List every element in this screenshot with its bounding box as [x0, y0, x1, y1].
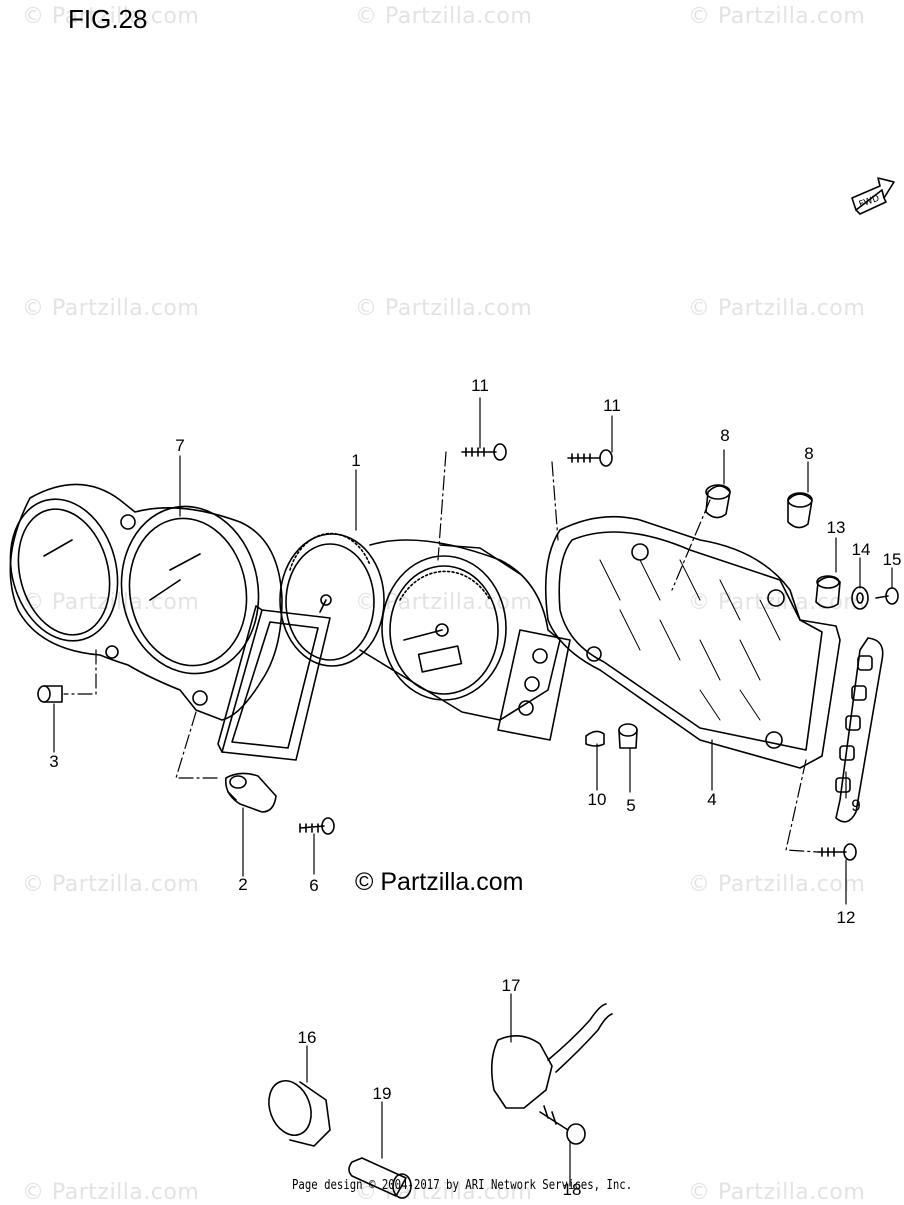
washer-part-14: [851, 586, 869, 610]
plug-part-10: [585, 730, 605, 747]
screw-part-11: [461, 443, 507, 461]
bolt-part-19: [348, 1157, 412, 1199]
watermark: © Partzilla.com: [688, 872, 866, 897]
callout-8[interactable]: 8: [720, 426, 730, 445]
callout-14[interactable]: 14: [851, 540, 871, 559]
figure-title: FIG.28: [68, 4, 148, 34]
watermark: © Partzilla.com: [355, 4, 533, 29]
callout-8[interactable]: 8: [804, 444, 814, 463]
socket-part-6: [618, 723, 638, 749]
watermark: © Partzilla.com: [688, 296, 866, 321]
center-watermark: © Partzilla.com: [355, 868, 524, 896]
callout-15[interactable]: 15: [882, 550, 902, 569]
screw-part-15: [875, 587, 899, 605]
callout-4[interactable]: 4: [707, 790, 717, 809]
callout-18[interactable]: 18: [562, 1180, 582, 1199]
callout-6[interactable]: 5: [626, 796, 636, 815]
screw-part-12: [817, 843, 857, 861]
callout-10[interactable]: 10: [587, 790, 607, 809]
footer-credit: Page design © 2004-2017 by ARI Network S…: [292, 1178, 633, 1193]
watermark: © Partzilla.com: [22, 296, 200, 321]
callout-5[interactable]: 7: [175, 436, 185, 455]
socket-part-2: [224, 772, 277, 813]
screw-part-11: [567, 449, 613, 467]
grommet-part-8: [705, 484, 813, 529]
bulb-holder-part-16: [268, 1080, 331, 1147]
meter-assembly-part-1: [279, 532, 571, 741]
callout-2[interactable]: 2: [238, 875, 248, 894]
leader-lines: [53, 397, 893, 1187]
watermark: © Partzilla.com: [22, 4, 200, 29]
bolt-part-18: [539, 1105, 586, 1145]
watermark: © Partzilla.com: [22, 872, 200, 897]
gasket-part-9: [835, 637, 884, 823]
watermark: © Partzilla.com: [688, 4, 866, 29]
callout-13[interactable]: 13: [826, 518, 846, 537]
watermark: © Partzilla.com: [22, 590, 200, 615]
callout-9[interactable]: 9: [851, 796, 861, 815]
fwd-arrow-icon: FWD: [851, 177, 895, 215]
watermark: © Partzilla.com: [688, 590, 866, 615]
speed-sensor-part-17: [490, 1003, 613, 1109]
meter-housing-part-4: [544, 515, 841, 769]
indicator-lens: [217, 605, 331, 761]
callout-7[interactable]: 6: [309, 876, 319, 895]
callout-3[interactable]: 3: [49, 752, 59, 771]
callout-11[interactable]: 11: [471, 376, 489, 395]
callout-12[interactable]: 12: [836, 908, 856, 927]
meter-case-part-5: [9, 483, 283, 721]
callout-19[interactable]: 19: [372, 1084, 392, 1103]
alignment-lines: [63, 451, 819, 853]
spacer-part-13: [815, 575, 841, 609]
watermark: © Partzilla.com: [355, 296, 533, 321]
screw-part-3: [37, 685, 63, 703]
screw-part-7: [299, 817, 335, 835]
callout-11[interactable]: 11: [603, 396, 621, 415]
callout-1[interactable]: 1: [351, 451, 361, 470]
callout-17[interactable]: 17: [501, 976, 521, 995]
callout-16[interactable]: 16: [297, 1028, 317, 1047]
